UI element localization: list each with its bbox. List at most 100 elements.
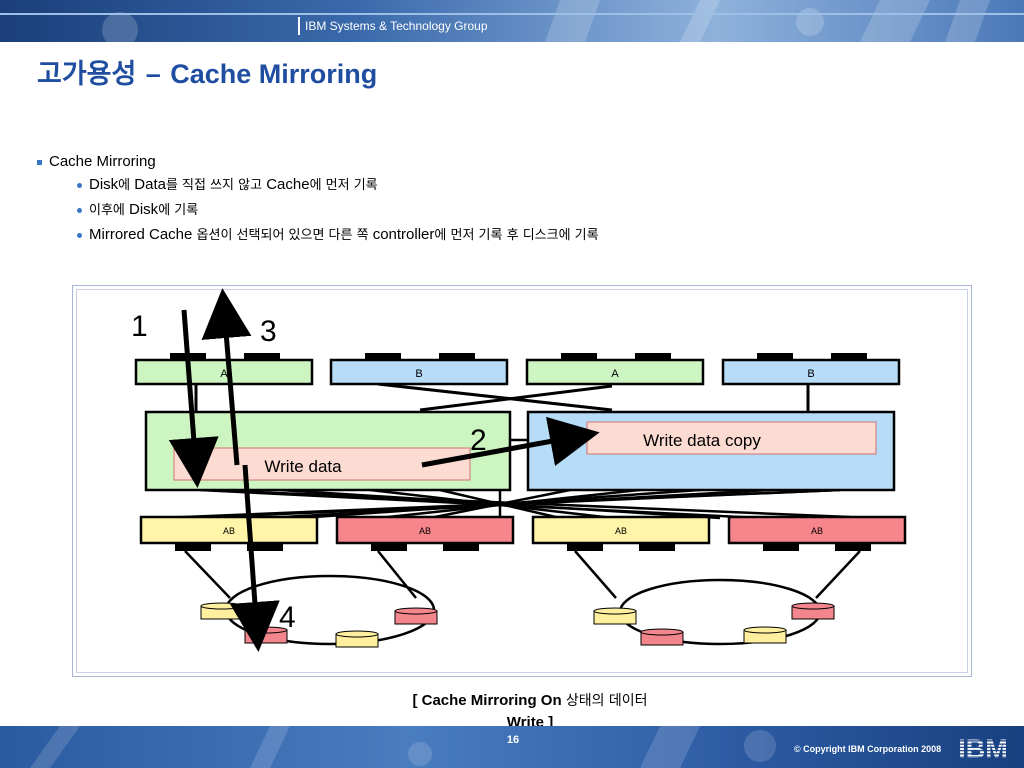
disk-top [791, 602, 835, 610]
step-number: 1 [131, 310, 148, 343]
disk-top [640, 628, 684, 636]
disk-top [200, 602, 244, 610]
ibm-logo: IBM [958, 735, 1008, 761]
sub-bullet-text: 이후에 [89, 203, 130, 218]
sub-bullet-item: Mirrored Cache 옵션이 선택되어 있으면 다른 쪽 control… [77, 222, 599, 247]
port-connector [439, 353, 475, 361]
title-english: Cache Mirroring [170, 59, 378, 89]
port-connector [831, 353, 867, 361]
drive-port-label: AB [223, 526, 235, 536]
drive-port-label: AB [615, 526, 627, 536]
port-connector [757, 353, 793, 361]
loop-wire [574, 550, 617, 599]
caption-line1-en: [ Cache Mirroring On [412, 692, 566, 709]
copyright-text: © Copyright IBM Corporation 2008 [794, 744, 942, 754]
bullet-level1-text: Cache Mirroring [49, 153, 156, 170]
drive-port-box [335, 515, 515, 545]
host-port-box [329, 358, 509, 386]
step3-arrow [201, 288, 252, 466]
sub-bullet-text: Cache [266, 176, 310, 193]
bullet-list: Cache Mirroring Disk에 Data를 직접 쓰지 않고 Cac… [37, 152, 599, 247]
sub-bullet-text: controller [372, 226, 435, 243]
title-korean: 고가용성 [37, 59, 137, 90]
loop-wire [815, 550, 861, 599]
port-connector [567, 543, 603, 551]
caption-line1-kr: 상태의 데이터 [565, 693, 648, 709]
port-connector [244, 353, 280, 361]
sub-bullet-text: 옵션이 선택되어 있으면 다른 쪽 [196, 228, 373, 243]
disk-top [394, 607, 438, 615]
page-number: 16 [506, 734, 520, 746]
host-port-label: A [611, 368, 619, 380]
port-connector [365, 353, 401, 361]
sub-bullet-text: 에 [118, 178, 135, 193]
step2-arrow [421, 416, 600, 468]
slide-title: 고가용성 – Cache Mirroring [37, 52, 377, 91]
step-number: 4 [279, 601, 296, 634]
drive-port-box [139, 515, 319, 545]
host-port-label: B [415, 368, 422, 380]
ibm-logo-text: IBM [958, 735, 1008, 761]
port-connector [635, 353, 671, 361]
sub-bullet-text: Mirrored Cache [89, 226, 197, 243]
header-decoration [102, 0, 990, 42]
drive-port-box [531, 515, 711, 545]
bullet-level1: Cache Mirroring [37, 152, 599, 172]
host-port-box [721, 358, 901, 386]
sub-bullet-text: Disk [129, 201, 159, 218]
header-separator [298, 17, 300, 35]
round-bullet-icon [77, 233, 82, 238]
host-wire [377, 382, 613, 412]
title-dash: – [145, 59, 161, 89]
header-line [0, 13, 1024, 15]
host-port-label: A [220, 368, 228, 380]
port-connector [561, 353, 597, 361]
cache-block-right [586, 421, 877, 455]
sub-bullet-text: 에 먼저 기록 [309, 178, 378, 193]
loop-wire [184, 550, 231, 599]
port-connector [443, 543, 479, 551]
drive-port-label: AB [811, 526, 823, 536]
port-connector [371, 543, 407, 551]
drive-port-box [727, 515, 907, 545]
diagram-inner-border [76, 289, 968, 673]
host-port-label: B [807, 368, 814, 380]
cache-block-left [173, 447, 471, 481]
host-port-box [134, 358, 314, 386]
host-wire [419, 384, 613, 412]
cache-left-label: Write data [264, 457, 342, 476]
sub-bullet-item: 이후에 Disk에 기록 [77, 197, 599, 222]
step-number: 2 [470, 424, 487, 457]
port-connector [763, 543, 799, 551]
port-connector [247, 543, 283, 551]
port-connector [835, 543, 871, 551]
disk-top [743, 626, 787, 634]
cache-right-label: Write data copy [643, 431, 761, 450]
step4-arrow [229, 464, 280, 652]
disk-top [593, 607, 637, 615]
host-port-box [525, 358, 705, 386]
sub-bullet-text: Disk [89, 176, 119, 193]
sub-bullet-text: 를 직접 쓰지 않고 [165, 178, 267, 193]
step-number: 3 [260, 315, 277, 348]
round-bullet-icon [77, 183, 82, 188]
port-connector [175, 543, 211, 551]
square-bullet-icon [37, 160, 42, 165]
footer-decoration [30, 726, 776, 768]
loop-wire [377, 550, 417, 599]
sub-bullet-text: Data [134, 176, 166, 193]
sub-bullet-text: 에 먼저 기록 후 디스크에 기록 [434, 228, 599, 243]
port-connector [639, 543, 675, 551]
step1-arrow [168, 309, 219, 488]
header-group-label: IBM Systems & Technology Group [305, 19, 488, 33]
drive-port-label: AB [419, 526, 431, 536]
round-bullet-icon [77, 208, 82, 213]
footer-band [0, 726, 1024, 768]
backplane-wire [209, 488, 841, 519]
sub-bullet-item: Disk에 Data를 직접 쓰지 않고 Cache에 먼저 기록 [77, 172, 599, 197]
header-band [0, 0, 1024, 42]
sub-bullet-text: 에 기록 [158, 203, 199, 218]
disk-top [335, 630, 379, 638]
